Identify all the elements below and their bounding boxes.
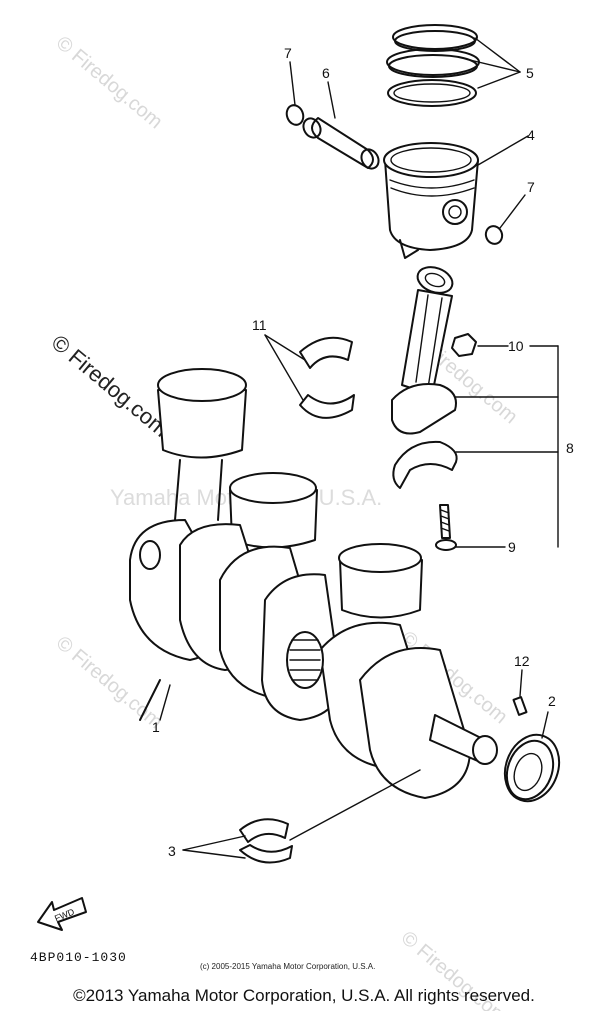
callout-2: 2 — [548, 693, 556, 709]
piston-upper — [383, 142, 479, 259]
callout-10: 10 — [508, 338, 524, 354]
diagram-part-code: 4BP010-1030 — [30, 950, 127, 965]
callout-9: 9 — [508, 539, 516, 555]
callout-8: 8 — [566, 440, 574, 456]
watermark-site-2: © Firedog.com — [47, 330, 174, 442]
watermark-site-1: © Firedog.com — [52, 32, 167, 133]
callout-3: 3 — [168, 843, 176, 859]
callout-12: 12 — [514, 653, 530, 669]
piston-pin — [302, 117, 380, 170]
leader-lines — [159, 37, 559, 859]
callout-11: 11 — [252, 317, 267, 333]
callout-7a: 7 — [284, 45, 292, 61]
callout-4: 4 — [527, 127, 535, 143]
crankshaft — [129, 368, 498, 799]
callout-7b: 7 — [527, 179, 535, 195]
rod-nut-and-bolt — [435, 333, 477, 551]
rod-bearings — [299, 336, 355, 419]
small-copyright: (c) 2005-2015 Yamaha Motor Corporation, … — [200, 962, 376, 971]
callout-6: 6 — [322, 65, 330, 81]
callout-5: 5 — [526, 65, 534, 81]
oil-seal — [503, 733, 561, 803]
dowel-pin — [512, 696, 528, 716]
watermark-site-4: © Firedog.com — [52, 632, 167, 733]
piston-rings — [386, 24, 480, 107]
connecting-rod — [391, 266, 458, 489]
main-bearings — [239, 818, 293, 864]
callout-numbers: 7 6 5 4 7 11 10 8 9 12 2 1 3 — [152, 45, 574, 859]
fwd-arrow-icon: FWD — [37, 897, 87, 931]
circlips — [285, 104, 504, 245]
callout-1: 1 — [152, 719, 160, 735]
copyright-footer: ©2013 Yamaha Motor Corporation, U.S.A. A… — [73, 986, 535, 1005]
